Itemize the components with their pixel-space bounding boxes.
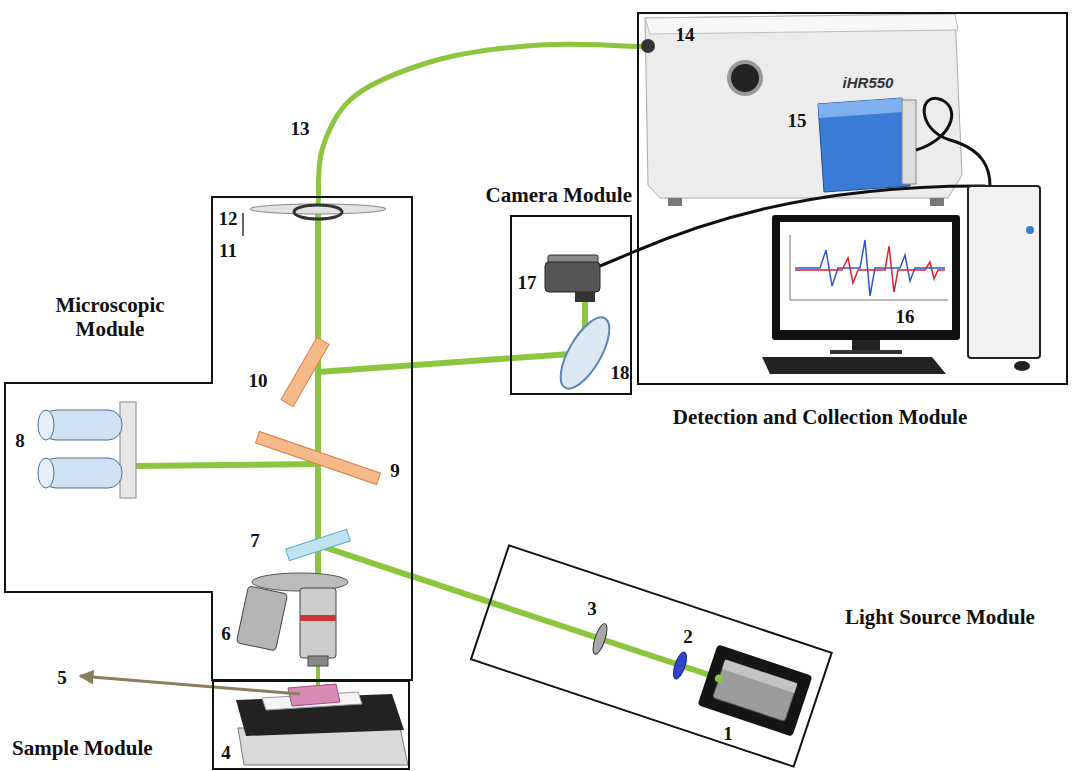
callout-number: 10 [249, 371, 268, 390]
module-outline [5, 197, 412, 680]
module-region: Microscopic Module [5, 197, 412, 680]
beam-splitter [281, 337, 329, 406]
callout-number: 8 [15, 431, 25, 450]
module-outline [5, 197, 412, 680]
callout-number: 15 [788, 111, 807, 130]
module-title: Camera Module [486, 183, 632, 207]
cable [916, 98, 990, 186]
callout-number: 7 [250, 531, 260, 550]
camera [545, 255, 600, 302]
callout-number: 18 [611, 363, 630, 382]
filter-lens [671, 651, 689, 681]
callout-number: 6 [221, 624, 231, 643]
laser-beam [412, 358, 510, 365]
callout-number: 14 [676, 25, 695, 44]
module-region: Sample Module [212, 680, 410, 770]
leader-arrow [80, 676, 300, 694]
cable [600, 253, 632, 266]
module-outline [637, 12, 1068, 385]
callout-number: 4 [221, 743, 231, 762]
callout-number: 2 [683, 627, 693, 646]
spectrometer [641, 14, 962, 206]
collection-lens [243, 204, 386, 236]
computer [762, 186, 1040, 374]
sample-stage [236, 684, 408, 765]
callout-number: 11 [219, 241, 237, 260]
cable [632, 250, 637, 252]
module-outline [511, 216, 631, 394]
module-region: Light Source Module [471, 545, 832, 767]
module-region: Detection and Collection Module [637, 12, 1068, 385]
dichroic-mirror [286, 529, 351, 560]
objective-lens [236, 573, 348, 666]
module-outline [471, 545, 832, 766]
mirror [551, 310, 619, 395]
ccd-detector [818, 98, 916, 192]
module-outline [471, 545, 832, 767]
focusing-lens [590, 622, 610, 656]
callout-number: 13 [291, 119, 310, 138]
module-title: Light Source Module [845, 605, 1035, 629]
module-outline [212, 680, 410, 770]
laser-beam [412, 576, 471, 596]
laser-beam [136, 213, 717, 690]
module-outline [638, 13, 1067, 384]
beam-splitter [256, 431, 381, 484]
laser-unit [697, 644, 812, 736]
callout-number: 9 [390, 461, 400, 480]
callout-number: 17 [518, 273, 537, 292]
callout-number: 16 [896, 307, 915, 326]
callout-number: 5 [57, 668, 67, 687]
module-outline [213, 681, 409, 769]
module-title: Detection and Collection Module [670, 405, 970, 429]
callout-number: 1 [723, 724, 733, 743]
brand-label: iHR550 [843, 75, 894, 90]
optical-fiber [318, 46, 648, 207]
callout-number: 3 [587, 599, 597, 618]
optical-fiber [318, 44, 637, 197]
eyepiece [38, 402, 136, 498]
callout-number: 12 [219, 209, 238, 228]
module-title: Sample Module [12, 736, 153, 760]
module-title: Microscopic Module [23, 293, 197, 341]
